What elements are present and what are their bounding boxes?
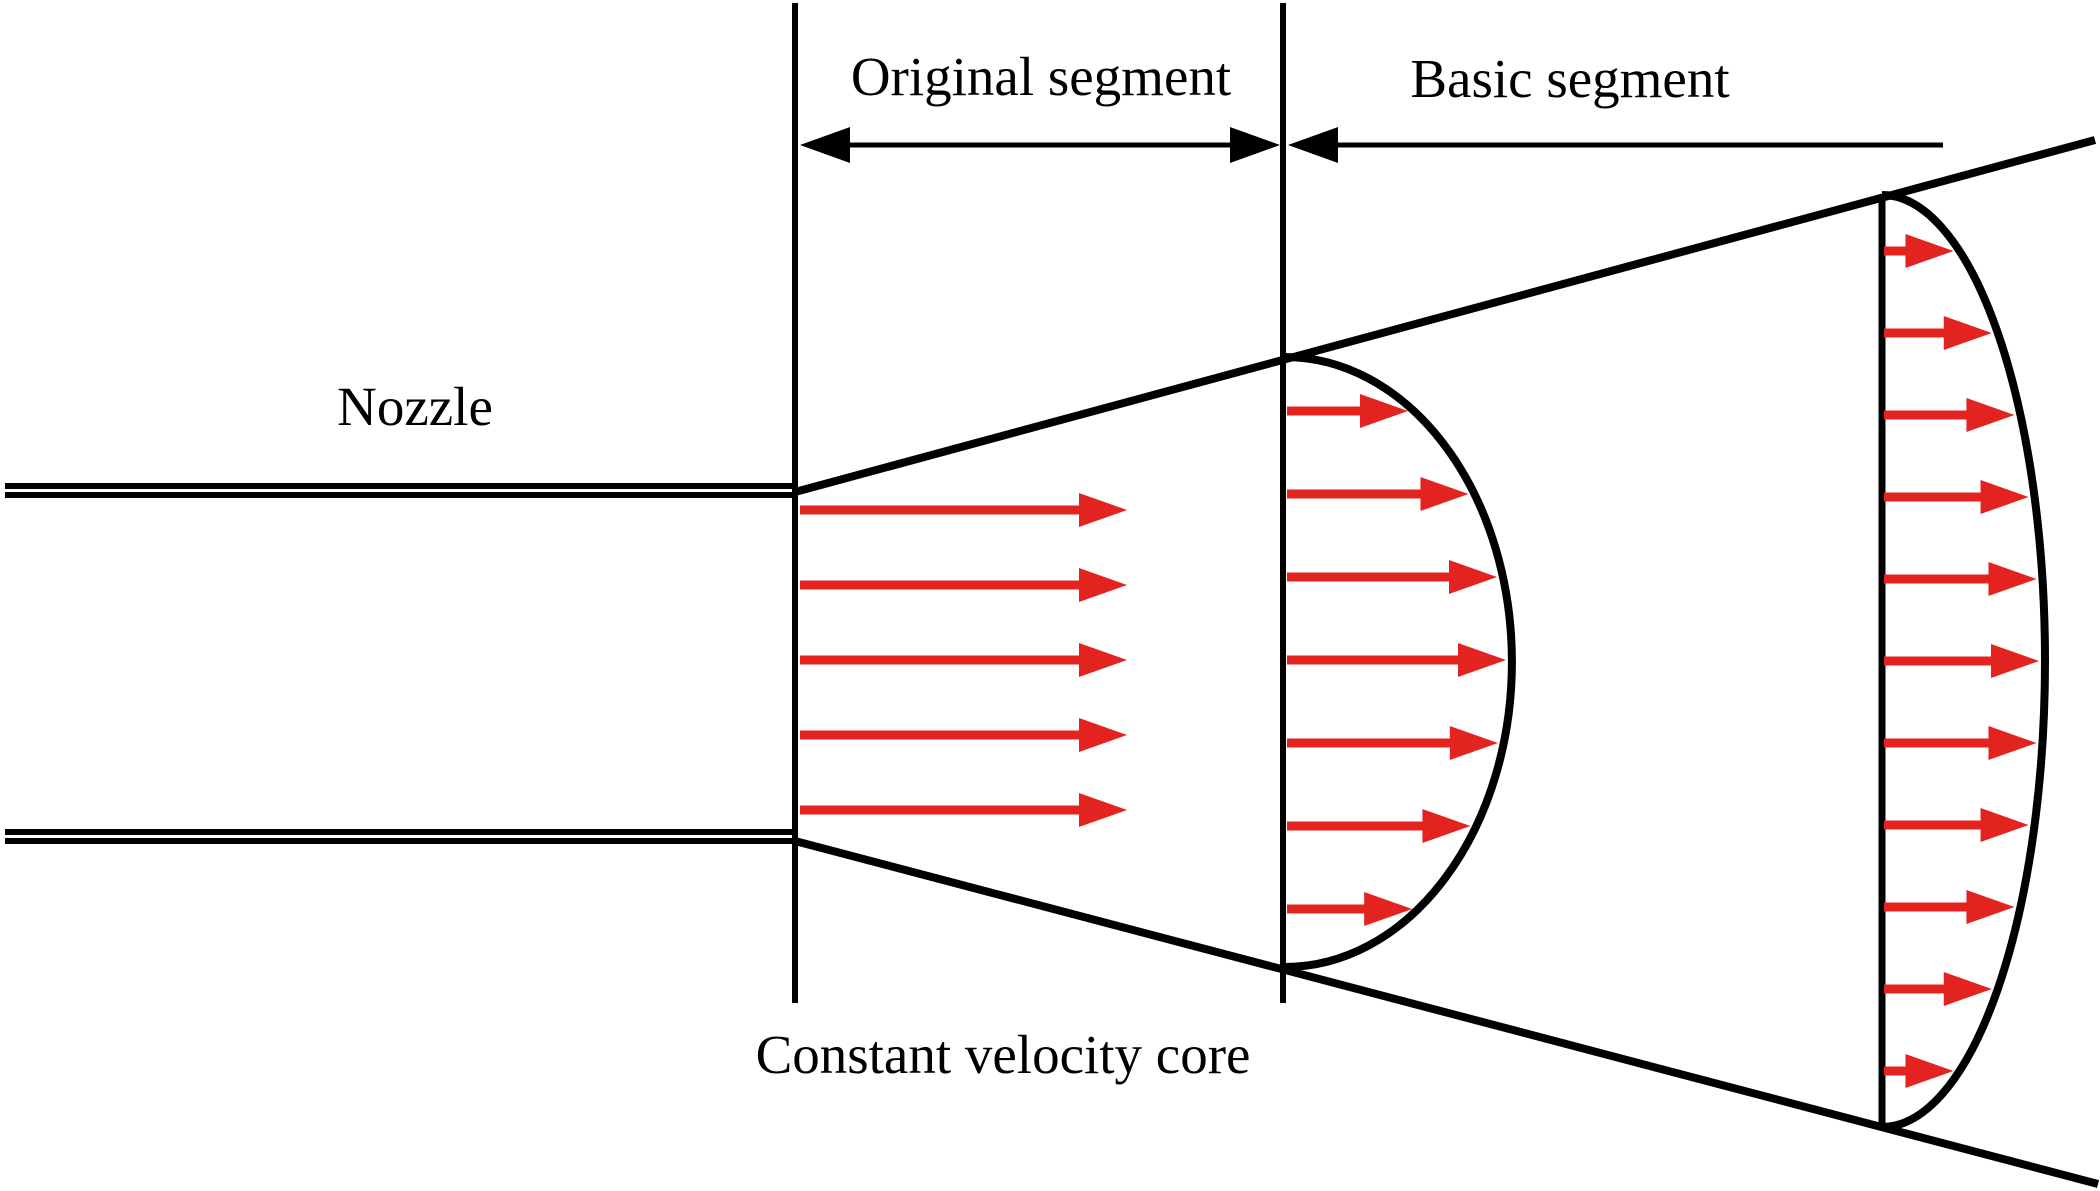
original-segment-end-velocity-profile bbox=[1284, 353, 1516, 971]
velocity-arrow-head bbox=[1943, 316, 1992, 350]
velocity-profiles bbox=[800, 191, 2049, 1131]
velocity-arrow-head bbox=[1079, 568, 1127, 602]
lower-jet-boundary bbox=[793, 837, 2100, 1188]
velocity-arrow-head bbox=[1943, 972, 1992, 1006]
velocity-arrow-head bbox=[1449, 726, 1498, 760]
velocity-arrow-head bbox=[1422, 809, 1471, 843]
velocity-arrow-head bbox=[1988, 562, 2037, 596]
velocity-arrow-head bbox=[1980, 808, 2029, 842]
right-arrowhead-icon bbox=[1230, 127, 1280, 163]
velocity-arrow-head bbox=[1457, 643, 1506, 677]
nozzle-label: Nozzle bbox=[337, 376, 493, 437]
original-segment-extent bbox=[800, 127, 1280, 163]
original-segment-label: Original segment bbox=[851, 46, 1231, 107]
velocity-arrow-head bbox=[1079, 643, 1127, 677]
basic-segment-extent bbox=[1288, 127, 1943, 163]
left-arrowhead-icon bbox=[1288, 127, 1338, 163]
constant-velocity-core-label: Constant velocity core bbox=[756, 1024, 1251, 1085]
velocity-arrow-head bbox=[1966, 890, 2015, 924]
velocity-arrow-head bbox=[1905, 234, 1954, 268]
basic-segment-label: Basic segment bbox=[1410, 48, 1729, 109]
velocity-arrow-head bbox=[1079, 718, 1127, 752]
left-arrowhead-icon bbox=[800, 127, 850, 163]
velocity-arrow-head bbox=[1364, 892, 1413, 926]
velocity-arrow-head bbox=[1991, 644, 2039, 678]
velocity-arrow-head bbox=[1359, 394, 1408, 428]
velocity-arrow-head bbox=[1905, 1054, 1954, 1088]
uniform-exit-velocity-profile bbox=[800, 493, 1127, 827]
basic-segment-velocity-profile bbox=[1878, 191, 2049, 1131]
upper-jet-boundary bbox=[793, 136, 2097, 496]
velocity-arrow-head bbox=[1420, 477, 1469, 511]
velocity-profile-curve bbox=[1881, 191, 2049, 1131]
velocity-arrow-head bbox=[1449, 560, 1498, 594]
velocity-arrow-head bbox=[1079, 493, 1127, 527]
velocity-arrow-head bbox=[1079, 793, 1127, 827]
velocity-arrow-head bbox=[1966, 398, 2015, 432]
velocity-arrow-head bbox=[1988, 726, 2037, 760]
velocity-profile-curve bbox=[1284, 353, 1516, 971]
dimension-arrows bbox=[800, 127, 1943, 163]
section-lines bbox=[792, 3, 1286, 1003]
velocity-arrow-head bbox=[1980, 480, 2029, 514]
nozzle-walls bbox=[5, 483, 795, 844]
